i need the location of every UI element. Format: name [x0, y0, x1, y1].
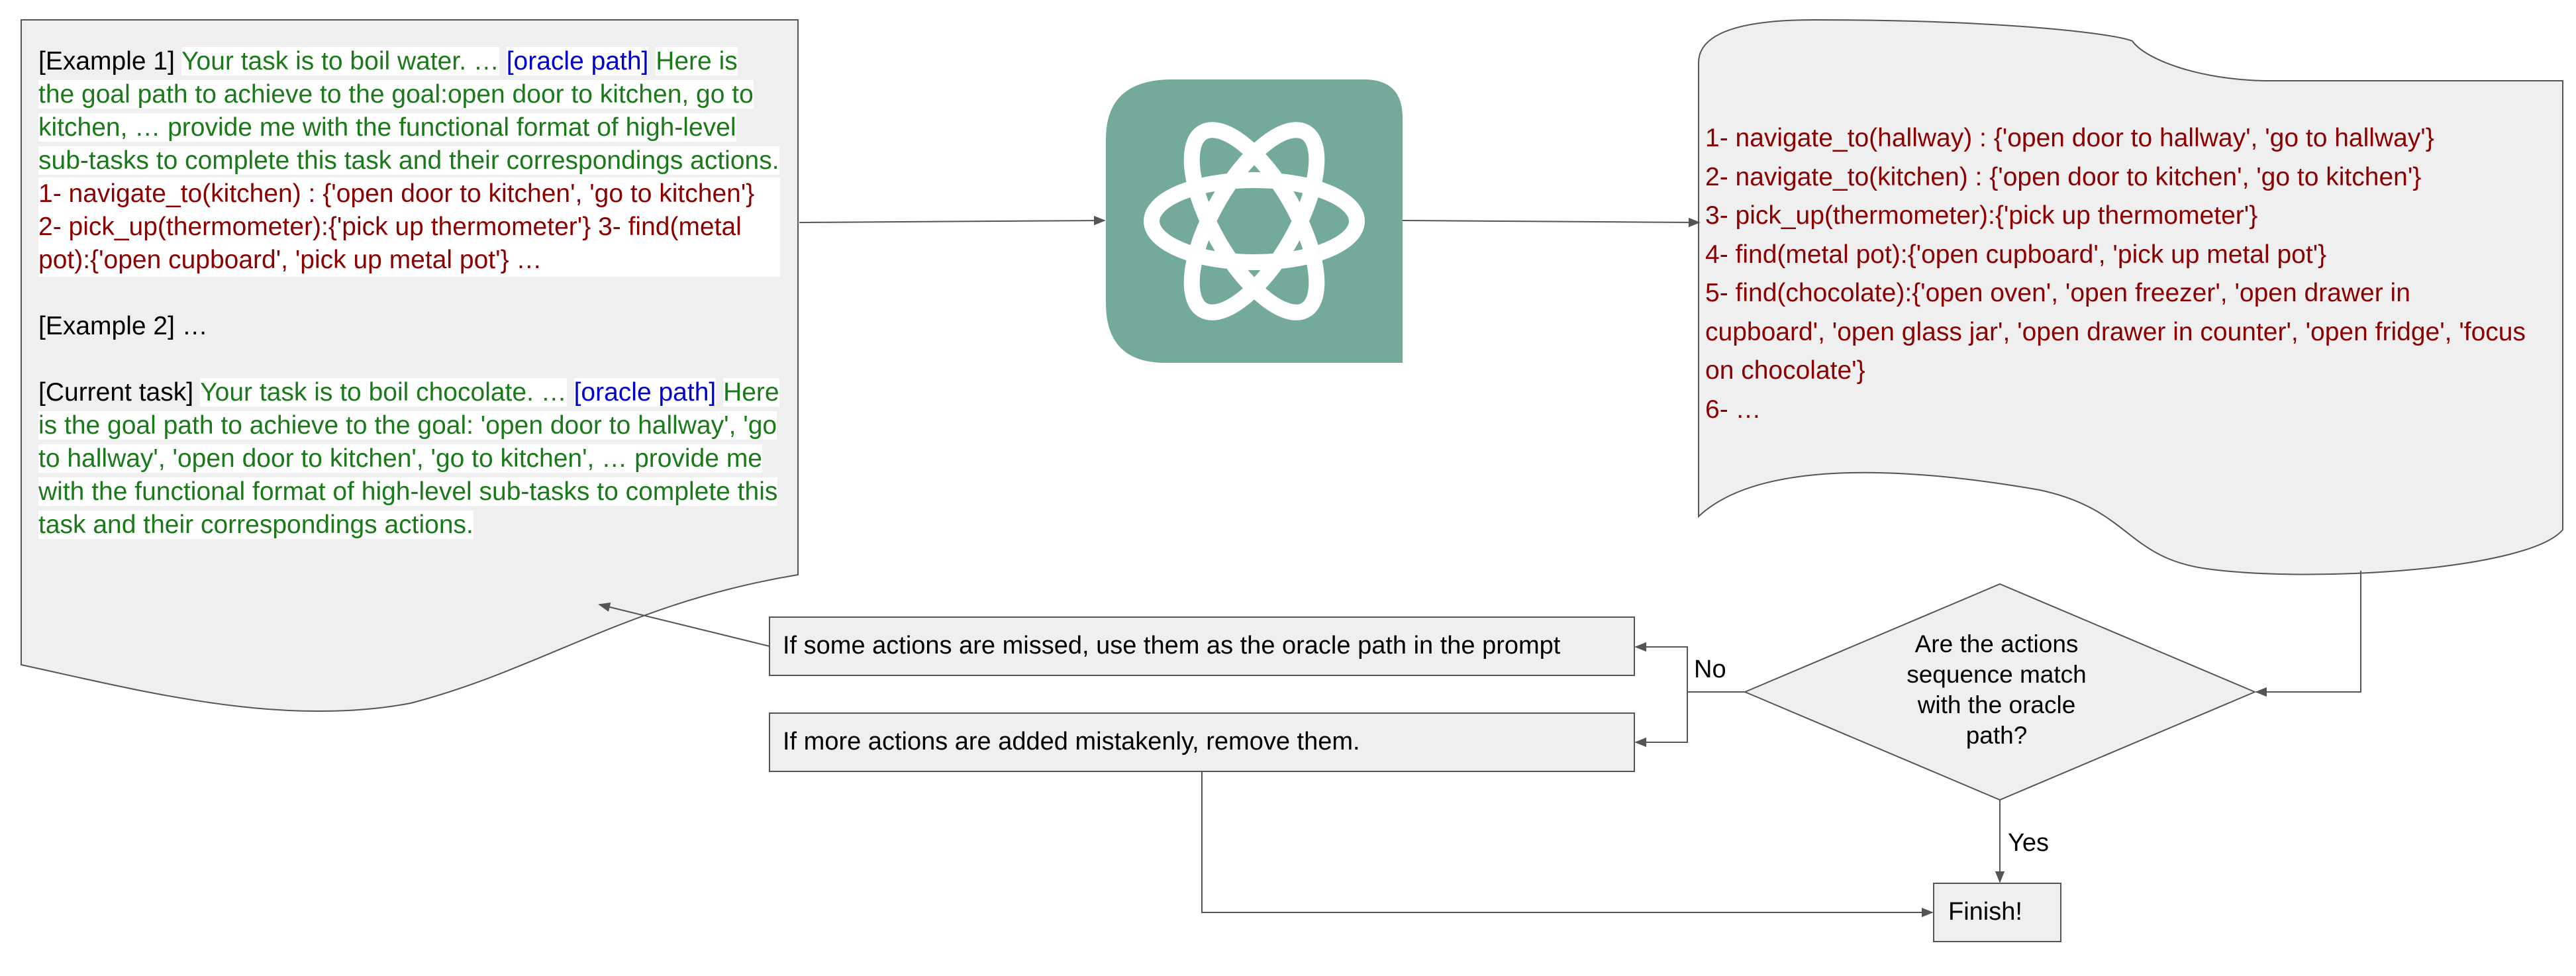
output-line: 6- … [1705, 395, 1761, 424]
example1-oracle-tag: [oracle path] [506, 47, 649, 75]
example2-tag: [Example 2] … [38, 312, 208, 340]
current-task-block: [Current task] Your task is to boil choc… [38, 376, 780, 542]
output-line: 3- pick_up(thermometer):{'pick up thermo… [1705, 201, 2258, 230]
prompt-document-text: [Example 1] Your task is to boil water. … [38, 45, 780, 542]
missed-actions-box [769, 616, 1635, 676]
edge-output-to-decision [2255, 571, 2361, 697]
example1-task: Your task is to boil water. … [181, 47, 499, 75]
output-line: 2- navigate_to(kitchen) : {'open door to… [1705, 162, 2422, 191]
output-line: 4- find(metal pot):{'open cupboard', 'pi… [1705, 240, 2327, 269]
output-line: 1- navigate_to(hallway) : {'open door to… [1705, 124, 2434, 152]
edge-missed-to-prompt [598, 602, 770, 647]
output-line: 5- find(chocolate):{'open oven', 'open f… [1705, 279, 2526, 385]
finish-label: Finish! [1948, 898, 2022, 926]
edge-llm-to-output [1402, 217, 1701, 228]
edge-prompt-to-llm [799, 215, 1106, 226]
finish-box [1933, 883, 2061, 942]
output-document-shape [1698, 19, 2563, 575]
example1-block: [Example 1] Your task is to boil water. … [38, 45, 780, 177]
current-task-tag: [Current task] [38, 378, 194, 407]
edge-no-to-missed [1634, 642, 1688, 692]
missed-actions-label: If some actions are missed, use them as … [783, 632, 1561, 659]
added-actions-label: If more actions are added mistakenly, re… [783, 728, 1360, 756]
current-task-oracle-tag: [oracle path] [573, 378, 717, 407]
current-task-task: Your task is to boil chocolate. … [200, 378, 567, 407]
edge-no-to-added [1634, 692, 1688, 748]
edge-label-yes: Yes [2008, 829, 2049, 857]
decision-question: Are the actions sequence match with the … [1907, 630, 2087, 749]
added-actions-box [769, 712, 1635, 772]
example1-answer: 1- navigate_to(kitchen) : {'open door to… [38, 177, 780, 277]
openai-logo-icon [1106, 79, 1403, 363]
edge-added-to-finish [1201, 771, 1934, 918]
example1-tag: [Example 1] [38, 47, 175, 75]
edge-label-no: No [1694, 656, 1726, 683]
output-document-text: 1- navigate_to(hallway) : {'open door to… [1705, 119, 2526, 429]
